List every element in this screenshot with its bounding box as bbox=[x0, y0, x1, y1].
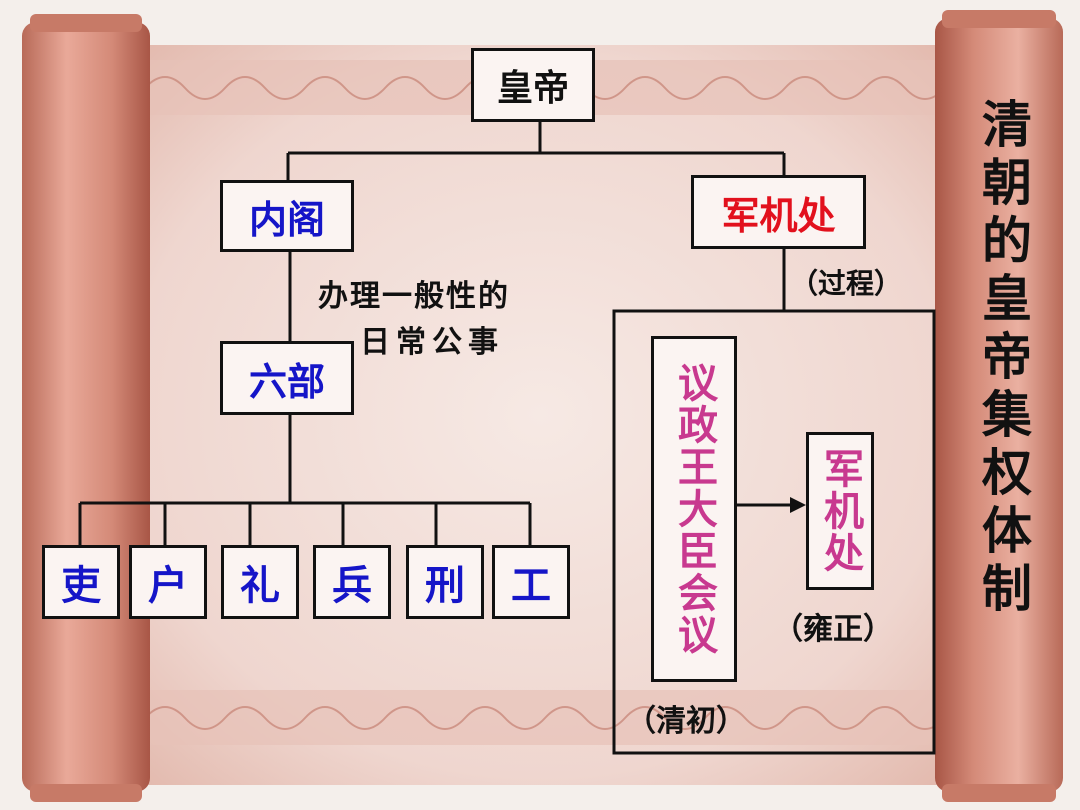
cabinet-box: 内阁 bbox=[220, 180, 354, 252]
cabinet-duty-line1: 办理一般性的 bbox=[318, 279, 510, 314]
early-qing-label: （清初） bbox=[626, 704, 746, 739]
ministry-revenue-box: 户 bbox=[129, 545, 207, 619]
ministry-personnel-box: 吏 bbox=[42, 545, 120, 619]
process-label: （过程） bbox=[790, 267, 903, 300]
connector-lines bbox=[78, 122, 936, 755]
cabinet-duty-line2: 日常公事 bbox=[360, 325, 504, 360]
yongzheng-label: （雍正） bbox=[773, 612, 893, 647]
page-title: 清朝的皇帝集权体制 bbox=[974, 98, 1033, 620]
left-scroll-rod bbox=[22, 22, 150, 792]
bottom-pattern-band bbox=[135, 690, 945, 745]
deliberative-council-box: 议政王大臣会议 bbox=[651, 336, 737, 682]
grand-council-inner-box: 军机处 bbox=[806, 432, 874, 590]
ministry-war-box: 兵 bbox=[313, 545, 391, 619]
emperor-box: 皇帝 bbox=[471, 48, 595, 122]
ministry-rites-box: 礼 bbox=[221, 545, 299, 619]
arrow-head bbox=[790, 497, 806, 513]
right-scroll-rod bbox=[935, 18, 1063, 792]
grand-council-box: 军机处 bbox=[691, 175, 866, 249]
six-ministries-box: 六部 bbox=[220, 341, 354, 415]
ministry-works-box: 工 bbox=[492, 545, 570, 619]
ministry-justice-box: 刑 bbox=[406, 545, 484, 619]
